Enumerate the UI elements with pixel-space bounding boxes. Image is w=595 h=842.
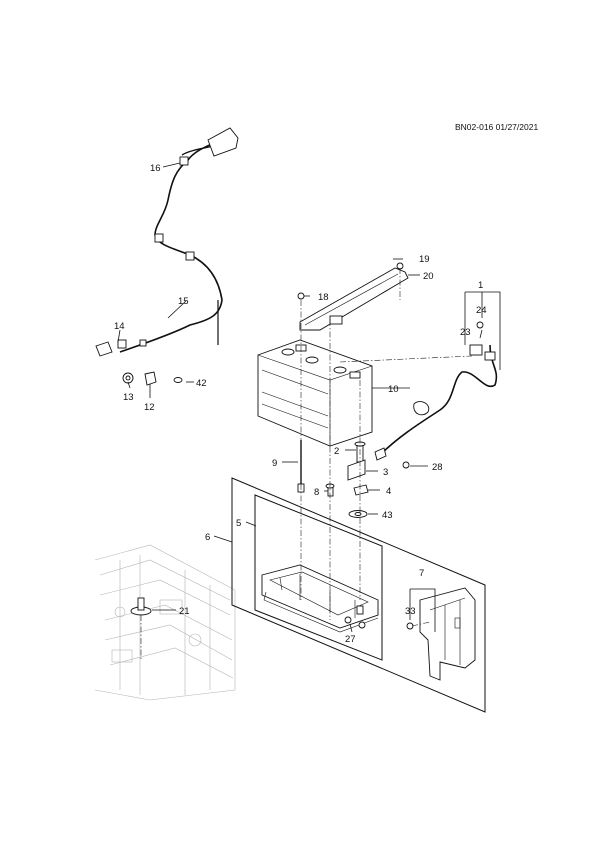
callout-16: 16 <box>150 163 161 174</box>
wiring-harness <box>95 127 239 357</box>
positive-cable-harness <box>374 321 498 461</box>
cap-12 <box>144 371 157 386</box>
callout-19: 19 <box>419 254 430 265</box>
washer-43 <box>348 510 368 518</box>
vehicle-body-background <box>94 544 236 701</box>
nut-27 <box>402 461 410 469</box>
callout-4: 4 <box>386 486 391 497</box>
callout-42: 42 <box>196 378 207 389</box>
callout-27: 28 <box>432 462 443 473</box>
battery-stud-21 <box>130 597 152 660</box>
callout-23: 23 <box>460 327 471 338</box>
callout-15: 15 <box>178 296 189 307</box>
callout-9: 9 <box>272 458 277 469</box>
grommet-13 <box>122 372 134 384</box>
callout-13: 13 <box>123 392 134 403</box>
nut-4 <box>353 484 369 496</box>
leader-lines <box>117 162 501 633</box>
callout-1: 1 <box>478 280 483 291</box>
callout-10: 10 <box>388 384 399 395</box>
callout-2: 2 <box>334 446 339 457</box>
callout-28: 27 <box>345 634 356 645</box>
callout-20: 20 <box>423 271 434 282</box>
fasteners-28 <box>344 605 366 629</box>
callout-43: 43 <box>382 510 393 521</box>
battery-hold-down-strap <box>297 262 409 331</box>
battery-tray-frame <box>254 494 383 661</box>
callout-14: 14 <box>114 321 125 332</box>
callout-5: 5 <box>236 518 241 529</box>
callout-labels: 16 15 14 13 12 42 18 19 20 1 24 23 10 2 … <box>114 163 487 645</box>
battery-side-bracket <box>406 587 476 681</box>
diagram-reference-id: BN02-016 01/27/2021 <box>455 122 539 132</box>
callout-21: 21 <box>179 606 190 617</box>
callout-6: 6 <box>205 532 210 543</box>
callout-3: 3 <box>383 467 388 478</box>
clip-42 <box>173 377 183 383</box>
hold-down-clamp-3 <box>347 459 366 481</box>
battery-unit <box>257 339 373 447</box>
callout-12: 12 <box>144 402 155 413</box>
callout-33: 33 <box>405 606 416 617</box>
callout-7: 7 <box>419 568 424 579</box>
callout-18: 18 <box>318 292 329 303</box>
center-lines <box>300 268 473 627</box>
callout-24: 24 <box>476 305 487 316</box>
battery-tray-assembly-frame <box>231 477 486 713</box>
callout-8: 8 <box>314 487 319 498</box>
